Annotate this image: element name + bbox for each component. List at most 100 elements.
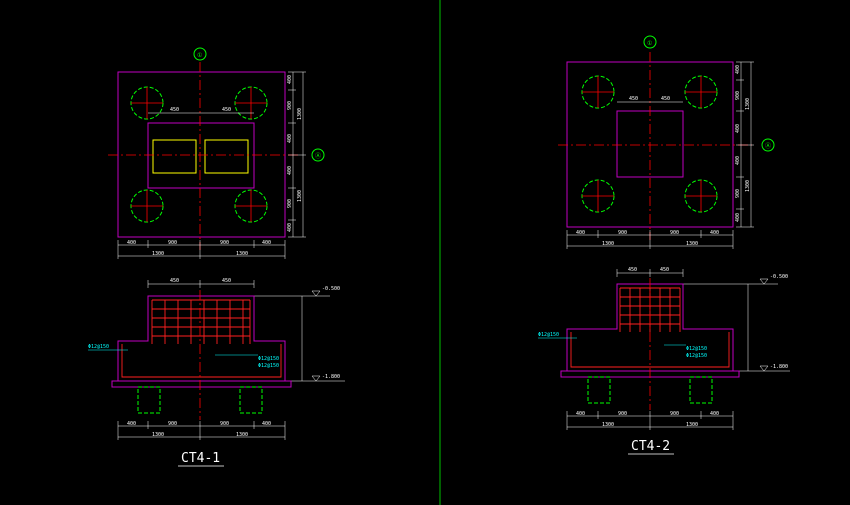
dim-text: 450 (628, 267, 637, 273)
section-view-ct4-2: 450 450 -0.500 -1.800 Φ12@150 Φ12@150 (538, 267, 790, 430)
section-bottom-dimensions (117, 421, 286, 440)
dim-text: 900 (287, 199, 293, 208)
dim-text: 400 (576, 411, 585, 417)
axis-label-right: Ⓐ (315, 152, 321, 160)
detail-ct4-1: ① Ⓐ 450 450 (88, 47, 345, 467)
axis-label-top: ① (197, 52, 202, 59)
dim-text: 900 (220, 240, 229, 246)
axis-label-right: Ⓐ (765, 142, 771, 150)
section-bottom-dimensions (566, 411, 734, 430)
dim-text: 1300 (236, 251, 248, 257)
dim-text: 400 (576, 230, 585, 236)
callout-left: Φ12@150 (88, 344, 109, 350)
elev-top-text: -0.500 (770, 274, 788, 280)
dim-text: 450 (222, 278, 231, 284)
dim-text: 900 (670, 411, 679, 417)
callout-right: Φ12@150 (258, 363, 279, 369)
blinding-layer (111, 380, 292, 388)
dim-text: 900 (168, 421, 177, 427)
elev-marker (759, 365, 769, 372)
pile-cross (131, 87, 267, 222)
dim-text: 450 (222, 107, 231, 113)
dim-text: 400 (262, 240, 271, 246)
callout-right: Φ12@150 (686, 346, 707, 352)
dim-text: 400 (735, 156, 741, 165)
dim-text: 1300 (152, 432, 164, 438)
elev-bottom-text: -1.800 (770, 364, 788, 370)
callout-left: Φ12@150 (538, 332, 559, 338)
axis-label-top: ① (647, 40, 652, 47)
dim-text: 400 (735, 124, 741, 133)
dim-text: 900 (735, 91, 741, 100)
dim-text: 400 (287, 75, 293, 84)
section-view-ct4-1: 450 450 -0.500 -1.800 (88, 278, 345, 440)
dim-text: 1300 (745, 180, 751, 192)
dim-text: 400 (287, 134, 293, 143)
drawing-title-ct4-1: CT4-1 (181, 451, 220, 466)
section-top-dimensions (616, 269, 684, 277)
pile-section (137, 386, 161, 414)
elev-marker (311, 290, 321, 297)
rebar-grid (121, 299, 282, 378)
piles (130, 86, 268, 223)
drawing-title-ct4-2: CT4-2 (631, 439, 670, 454)
pile-cross (582, 76, 717, 212)
dim-text: 900 (618, 230, 627, 236)
dim-text: 400 (262, 421, 271, 427)
pedestal-outline (147, 122, 255, 189)
plan-right-dimensions (288, 71, 306, 238)
piles (581, 75, 718, 213)
pile-section (239, 386, 263, 414)
dim-text: 1300 (686, 241, 698, 247)
dim-text: 900 (670, 230, 679, 236)
axis-bubble-right (311, 148, 325, 162)
dim-text: 1300 (602, 241, 614, 247)
dim-text: 400 (287, 166, 293, 175)
dim-text: 1300 (152, 251, 164, 257)
dim-text: 400 (710, 230, 719, 236)
dim-text: 450 (170, 107, 179, 113)
dim-text: 900 (735, 189, 741, 198)
callout-right: Φ12@150 (686, 353, 707, 359)
dim-text: 450 (660, 267, 669, 273)
dim-text: 400 (287, 223, 293, 232)
dim-text: 900 (618, 411, 627, 417)
dim-text: 1300 (602, 422, 614, 428)
dim-text: 1300 (745, 98, 751, 110)
elev-bottom-text: -1.800 (322, 374, 340, 380)
dim-text: 400 (710, 411, 719, 417)
dim-text: 450 (661, 96, 670, 102)
dim-text: 1300 (297, 190, 303, 202)
plan-right-dimensions (736, 61, 754, 228)
dim-text: 400 (735, 213, 741, 222)
dim-text: 450 (170, 278, 179, 284)
dim-text: 1300 (236, 432, 248, 438)
pile-cap-outline (117, 71, 286, 238)
elev-top-text: -0.500 (322, 286, 340, 292)
axis-bubble-top (643, 35, 657, 49)
plan-view-ct4-1: ① Ⓐ 450 450 (108, 47, 325, 259)
axis-bubble-right (761, 138, 775, 152)
plan-view-ct4-2: ① Ⓐ 450 450 (558, 35, 775, 249)
opening-right (204, 139, 249, 174)
callout-right: Φ12@150 (258, 356, 279, 362)
opening-left (152, 139, 197, 174)
dim-text: 900 (168, 240, 177, 246)
dim-text: 400 (127, 421, 136, 427)
dim-text: 1300 (297, 108, 303, 120)
elev-marker (759, 278, 769, 285)
detail-ct4-2: ① Ⓐ 450 450 (538, 35, 790, 455)
pile-section (689, 376, 713, 404)
dim-text: 1300 (686, 422, 698, 428)
dim-text: 400 (735, 65, 741, 74)
dim-text: 450 (629, 96, 638, 102)
plan-bottom-dimensions (566, 230, 734, 249)
elev-marker (311, 375, 321, 382)
pile-section (587, 376, 611, 404)
section-top-dimensions (147, 280, 255, 288)
dim-text: 400 (127, 240, 136, 246)
plan-bottom-dimensions (117, 240, 286, 259)
dim-text: 900 (220, 421, 229, 427)
dim-text: 900 (287, 101, 293, 110)
